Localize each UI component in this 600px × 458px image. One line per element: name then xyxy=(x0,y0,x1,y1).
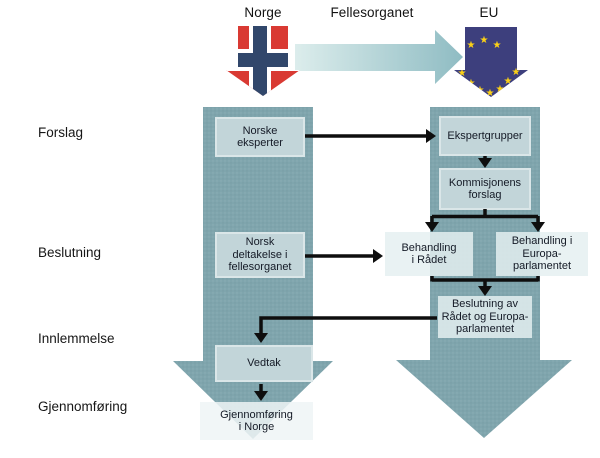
box-behandling-radet: Behandling i Rådet xyxy=(385,232,473,276)
svg-text:★: ★ xyxy=(493,40,502,51)
box-beslutning-av-radet-og-europaparlamentet: Beslutning av Rådet og Europa- parlament… xyxy=(438,296,532,338)
stage-label-forslag: Forslag xyxy=(38,125,84,140)
svg-text:★: ★ xyxy=(486,88,495,99)
box-vedtak: Vedtak xyxy=(215,345,313,382)
column-label-eu: EU xyxy=(479,5,499,20)
box-norsk-deltakelse: Norsk deltakelse i fellesorganet xyxy=(215,232,305,278)
svg-text:★: ★ xyxy=(476,85,485,96)
svg-text:★: ★ xyxy=(512,67,521,78)
box-norske-eksperter: Norske eksperter xyxy=(215,117,305,157)
fellesorganet-arrow-icon xyxy=(295,30,463,84)
svg-text:★: ★ xyxy=(504,76,513,87)
svg-text:★: ★ xyxy=(467,40,476,51)
svg-text:★: ★ xyxy=(458,68,467,79)
stage-label-gjennomforing: Gjennomføring xyxy=(38,399,128,414)
box-ekspertgrupper: Ekspertgrupper xyxy=(439,116,531,156)
box-behandling-europaparlamentet: Behandling i Europa- parlamentet xyxy=(496,232,588,276)
column-label-norge: Norge xyxy=(244,5,282,20)
svg-text:★: ★ xyxy=(467,78,476,89)
column-label-fellesorganet: Fellesorganet xyxy=(330,5,414,20)
stage-label-innlemmelse: Innlemmelse xyxy=(38,331,115,346)
svg-text:★: ★ xyxy=(496,84,505,95)
svg-text:★: ★ xyxy=(480,35,489,46)
eu-flag-arrow-icon: ★ ★ ★ ★ ★ ★ ★ ★ ★ ★ xyxy=(454,27,528,99)
stage-label-beslutning: Beslutning xyxy=(38,245,102,260)
box-gjennomforing-i-norge: Gjennomføring i Norge xyxy=(200,402,313,440)
box-kommisjonens-forslag: Kommisjonens forslag xyxy=(439,168,531,210)
